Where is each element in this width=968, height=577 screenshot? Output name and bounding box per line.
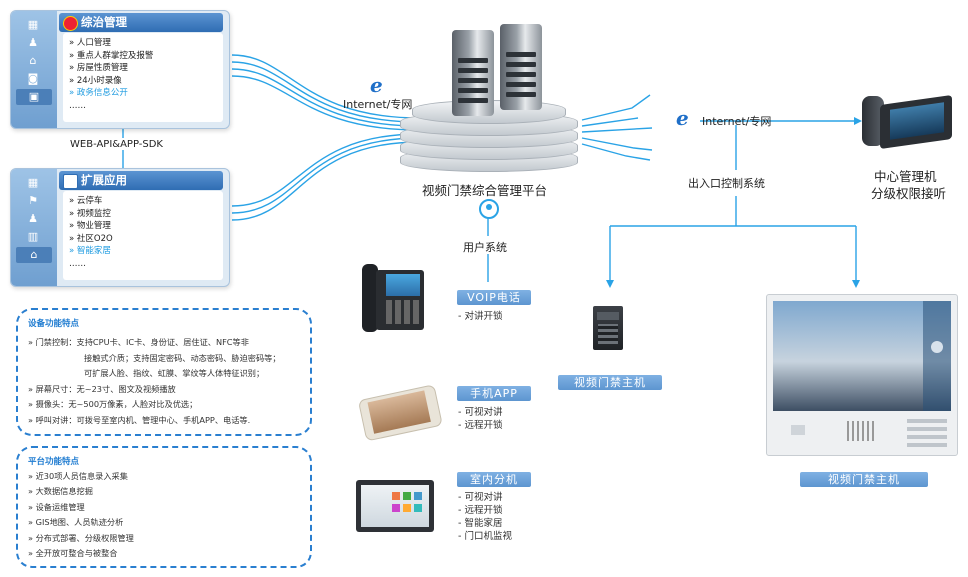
center-manager-device: [862, 90, 954, 150]
sdk-label: WEB-API&APP-SDK: [70, 139, 163, 150]
app-features: - 可视对讲 - 远程开锁: [458, 406, 502, 432]
feature-line: » 分布式部署、分级权限管理: [28, 532, 134, 543]
panel-title: 扩展应用: [59, 171, 223, 190]
feature-item: - 门口机监视: [458, 531, 512, 542]
feature-item: - 可视对讲: [458, 407, 503, 418]
panel-list-item[interactable]: » 智能家居: [69, 246, 111, 257]
feature-line: » 摄像头：无~500万像素，人脸对比及优选；: [28, 399, 198, 409]
grid-icon[interactable]: ▦: [27, 18, 39, 31]
feature-line: » 近30项人员信息录入采集: [28, 471, 128, 481]
device-features-box: 设备功能特点 » 门禁控制：支持CPU卡、IC卡、身份证、居住证、NFC等非接触…: [16, 308, 312, 436]
panel-list-item[interactable]: ……: [69, 258, 86, 269]
feature-line: » 屏幕尺寸：无~23寸、图文及视频播放: [28, 383, 176, 394]
extended-apps-panel: ▦ ⚑ ♟ ▥ ⌂ 扩展应用 » 云停车» 视频监控» 物业管理» 社区O2O»…: [10, 168, 230, 287]
home-icon[interactable]: ⌂: [16, 247, 52, 263]
small-access-host-device: [593, 306, 623, 350]
panel-list-item[interactable]: » 政务信息公开: [69, 88, 128, 99]
server-icon: [500, 24, 542, 110]
panel-title: 综治管理: [59, 13, 223, 32]
people-icon[interactable]: ♟: [28, 36, 38, 49]
small-host-ribbon: 视频门禁主机: [558, 375, 662, 390]
building-icon[interactable]: ▥: [27, 230, 39, 243]
feature-line: » 门禁控制：支持CPU卡、IC卡、身份证、居住证、NFC等非: [28, 337, 249, 347]
feature-item: - 智能家居: [458, 518, 503, 529]
platform-label: 视频门禁综合管理平台: [422, 183, 548, 198]
panel-sidebar: ▦ ♟ ⌂ ◙ ▣: [11, 11, 57, 128]
feature-line: » 全开放可整合与被整合: [28, 548, 118, 558]
entry-system-label: 出入口控制系统: [688, 177, 765, 190]
center-line1: 中心管理机: [874, 169, 937, 184]
feature-item: - 对讲开锁: [458, 311, 503, 322]
internet-left-label: Internet/专网: [343, 98, 413, 111]
panel-list: » 云停车 » 视频监控 » 物业管理» 社区O2O » 智能家居……: [63, 191, 223, 280]
app-icon: [63, 174, 78, 189]
feature-line: 可扩展人脸、指纹、虹膜、掌纹等人体特征识别；: [84, 368, 265, 378]
feature-line: 接触式介质；支持固定密码、动态密码、胁迫密码等；: [84, 352, 281, 363]
panel-sidebar: ▦ ⚑ ♟ ▥ ⌂: [11, 169, 57, 286]
server-icon: [452, 30, 494, 116]
user-system-icon: [479, 199, 499, 219]
feature-line: » 设备运维管理: [28, 501, 85, 512]
camera-icon[interactable]: ◙: [27, 72, 39, 85]
comprehensive-management-panel: ▦ ♟ ⌂ ◙ ▣ 综治管理 » 人口管理 » 重点人群掌控及报警 » 房屋性质管理…: [10, 10, 230, 129]
ie-icon: e: [370, 73, 383, 97]
panel-list-item[interactable]: » 重点人群掌控及报警: [69, 50, 154, 61]
voip-features: - 对讲开锁: [458, 310, 502, 323]
feature-item: - 远程开锁: [458, 505, 503, 516]
feature-line: » GIS地图、人员轨迹分析: [28, 517, 124, 528]
flag-icon[interactable]: ⚑: [28, 194, 38, 207]
platform-features-title: 平台功能特点: [28, 457, 80, 467]
internet-right-label: Internet/专网: [702, 115, 772, 128]
panel-list-item[interactable]: » 24小时录像: [69, 75, 122, 86]
panel-list-item[interactable]: » 人口管理: [69, 38, 111, 48]
panel-list-item[interactable]: » 视频监控: [69, 208, 111, 219]
briefcase-icon[interactable]: ▣: [16, 89, 52, 105]
panel-list: » 人口管理 » 重点人群掌控及报警 » 房屋性质管理» 24小时录像 » 政务信息公…: [63, 33, 223, 122]
indoor-ribbon: 室内分机: [457, 472, 531, 487]
panel-list-item[interactable]: » 房屋性质管理: [69, 63, 128, 74]
panel-list-item[interactable]: » 云停车: [69, 196, 103, 206]
large-host-ribbon: 视频门禁主机: [800, 472, 928, 487]
large-access-host-device: [766, 294, 958, 456]
panel-list-item[interactable]: » 物业管理: [69, 221, 111, 232]
voip-ribbon: VOIP电话: [457, 290, 531, 305]
panel-list-item[interactable]: » 社区O2O: [69, 233, 113, 244]
feature-line: » 大数据信息挖掘: [28, 486, 93, 497]
center-line2: 分级权限接听: [871, 186, 947, 201]
indoor-unit-device: [356, 480, 434, 532]
indoor-features: - 可视对讲 - 远程开锁 - 智能家居 - 门口机监视: [458, 491, 512, 543]
user-system-label: 用户系统: [463, 241, 507, 254]
person-icon[interactable]: ♟: [28, 212, 38, 225]
feature-line: » 呼叫对讲：可拨号至室内机、管理中心、手机APP、电话等.: [28, 414, 251, 425]
house-icon[interactable]: ⌂: [29, 54, 37, 67]
emblem-icon: [63, 16, 78, 31]
app-ribbon: 手机APP: [457, 386, 531, 401]
panel-list-item[interactable]: ……: [69, 100, 86, 111]
device-features-title: 设备功能特点: [28, 319, 80, 329]
feature-item: - 可视对讲: [458, 492, 503, 503]
voip-phone-device: [362, 262, 426, 334]
platform-features-box: 平台功能特点 » 近30项人员信息录入采集 » 大数据信息挖掘 » 设备运维管理 » …: [16, 446, 312, 568]
ie-icon: e: [676, 106, 689, 130]
feature-item: - 远程开锁: [458, 420, 503, 431]
grid-icon[interactable]: ▦: [27, 176, 39, 189]
